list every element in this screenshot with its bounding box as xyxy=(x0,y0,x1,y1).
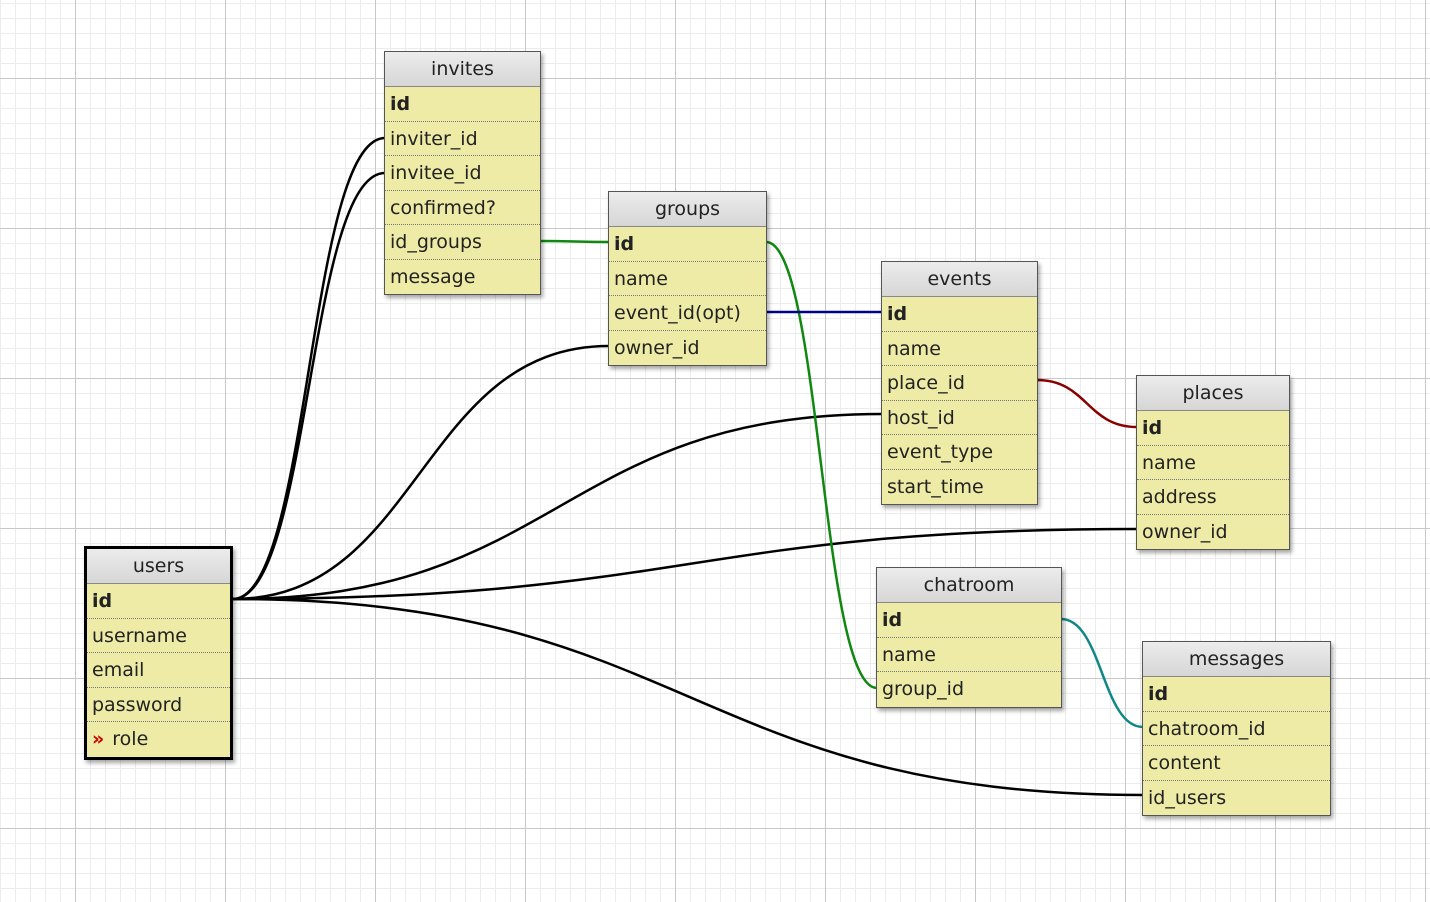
field-owner-id[interactable]: owner_id xyxy=(614,336,700,359)
table-places[interactable]: places id name address owner_id xyxy=(1136,375,1290,550)
field-id[interactable]: id xyxy=(87,584,230,619)
field-owner-id[interactable]: owner_id xyxy=(1142,520,1228,543)
field-place-id[interactable]: place_id xyxy=(882,366,1037,401)
field-inviter-id[interactable]: inviter_id xyxy=(385,122,540,156)
table-title[interactable]: places xyxy=(1137,376,1289,411)
field-group-id[interactable]: group_id xyxy=(882,678,965,700)
table-messages[interactable]: messages id chatroom_id content id_users xyxy=(1142,641,1331,816)
link-events-places[interactable] xyxy=(1036,378,1138,429)
link-users-invites-invitee[interactable] xyxy=(232,171,386,601)
link-users-events-host[interactable] xyxy=(232,412,883,601)
field-address[interactable]: address xyxy=(1137,480,1289,515)
field-username[interactable]: username xyxy=(87,619,230,653)
field-content[interactable]: content xyxy=(1143,746,1330,781)
field-label: role xyxy=(112,728,149,750)
link-users-invites-inviter[interactable] xyxy=(232,136,386,601)
field-email[interactable]: email xyxy=(87,653,230,688)
field-id[interactable]: id xyxy=(882,297,1037,332)
field-role[interactable]: » role xyxy=(87,722,230,757)
link-chatroom-messages[interactable] xyxy=(1060,617,1144,729)
field-id-users[interactable]: id_users xyxy=(1148,786,1227,809)
field-name[interactable]: name xyxy=(1137,446,1289,480)
table-invites[interactable]: invites id inviter_id invitee_id confirm… xyxy=(384,51,541,295)
field-invitee-id[interactable]: invitee_id xyxy=(385,156,540,191)
table-title[interactable]: invites xyxy=(385,52,540,87)
field-id[interactable]: id xyxy=(385,87,540,122)
field-message[interactable]: message xyxy=(390,265,476,288)
field-event-id[interactable]: event_id(opt) xyxy=(609,296,766,331)
field-id[interactable]: id xyxy=(609,227,766,262)
field-name[interactable]: name xyxy=(609,262,766,296)
table-chatroom[interactable]: chatroom id name group_id xyxy=(876,567,1062,708)
table-title[interactable]: chatroom xyxy=(877,568,1061,603)
table-title[interactable]: users xyxy=(87,549,230,584)
enum-marker-icon: » xyxy=(92,728,105,750)
table-title[interactable]: events xyxy=(882,262,1037,297)
table-title[interactable]: groups xyxy=(609,192,766,227)
table-events[interactable]: events id name place_id host_id event_ty… xyxy=(881,261,1038,505)
field-event-type[interactable]: event_type xyxy=(882,435,1037,470)
table-groups[interactable]: groups id name event_id(opt) owner_id xyxy=(608,191,767,366)
table-users[interactable]: users id username email password » role xyxy=(84,546,233,760)
field-host-id[interactable]: host_id xyxy=(882,401,1037,435)
field-chatroom-id[interactable]: chatroom_id xyxy=(1143,712,1330,746)
link-users-groups-owner[interactable] xyxy=(232,344,610,601)
table-title[interactable]: messages xyxy=(1143,642,1330,677)
link-groups-chatroom[interactable] xyxy=(765,240,878,690)
field-id[interactable]: id xyxy=(1143,677,1330,712)
field-name[interactable]: name xyxy=(882,332,1037,366)
field-id[interactable]: id xyxy=(1137,411,1289,446)
field-password[interactable]: password xyxy=(87,688,230,722)
link-invites-groups[interactable] xyxy=(539,239,610,244)
field-id[interactable]: id xyxy=(877,603,1061,638)
field-start-time[interactable]: start_time xyxy=(887,475,984,498)
field-name[interactable]: name xyxy=(877,638,1061,672)
field-confirmed[interactable]: confirmed? xyxy=(385,191,540,225)
field-id-groups[interactable]: id_groups xyxy=(385,225,540,260)
